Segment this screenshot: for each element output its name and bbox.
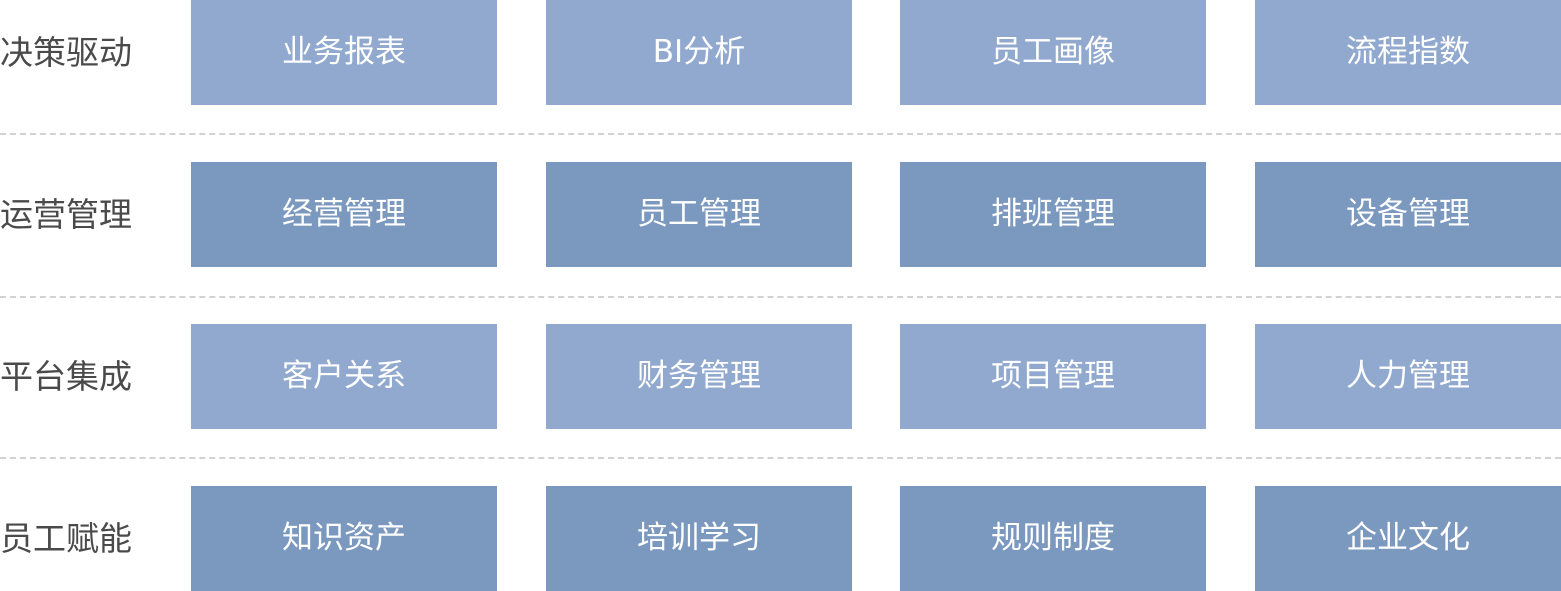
- module-box[interactable]: 培训学习: [546, 486, 852, 591]
- module-box[interactable]: 人力管理: [1255, 324, 1561, 429]
- row-employee-empowerment: 员工赋能 知识资产 培训学习 规则制度 企业文化: [0, 486, 1561, 591]
- row-platform-integration: 平台集成 客户关系 财务管理 项目管理 人力管理: [0, 324, 1561, 429]
- row-label: 平台集成: [0, 357, 132, 396]
- module-box[interactable]: 业务报表: [191, 0, 497, 105]
- module-box[interactable]: 排班管理: [900, 162, 1206, 267]
- module-box[interactable]: 设备管理: [1255, 162, 1561, 267]
- module-box[interactable]: 项目管理: [900, 324, 1206, 429]
- module-box[interactable]: 员工画像: [900, 0, 1206, 105]
- row-divider: [0, 296, 1561, 298]
- row-decision-driven: 决策驱动 业务报表 BI分析 员工画像 流程指数: [0, 0, 1561, 105]
- row-label: 运营管理: [0, 195, 132, 234]
- module-box[interactable]: 财务管理: [546, 324, 852, 429]
- module-box[interactable]: 规则制度: [900, 486, 1206, 591]
- row-label: 员工赋能: [0, 519, 132, 558]
- row-label: 决策驱动: [0, 33, 132, 72]
- module-box[interactable]: 客户关系: [191, 324, 497, 429]
- module-box[interactable]: 知识资产: [191, 486, 497, 591]
- module-box[interactable]: 流程指数: [1255, 0, 1561, 105]
- module-box[interactable]: 经营管理: [191, 162, 497, 267]
- module-box[interactable]: 企业文化: [1255, 486, 1561, 591]
- row-divider: [0, 133, 1561, 135]
- row-operations-management: 运营管理 经营管理 员工管理 排班管理 设备管理: [0, 162, 1561, 267]
- row-divider: [0, 457, 1561, 459]
- module-box[interactable]: BI分析: [546, 0, 852, 105]
- module-box[interactable]: 员工管理: [546, 162, 852, 267]
